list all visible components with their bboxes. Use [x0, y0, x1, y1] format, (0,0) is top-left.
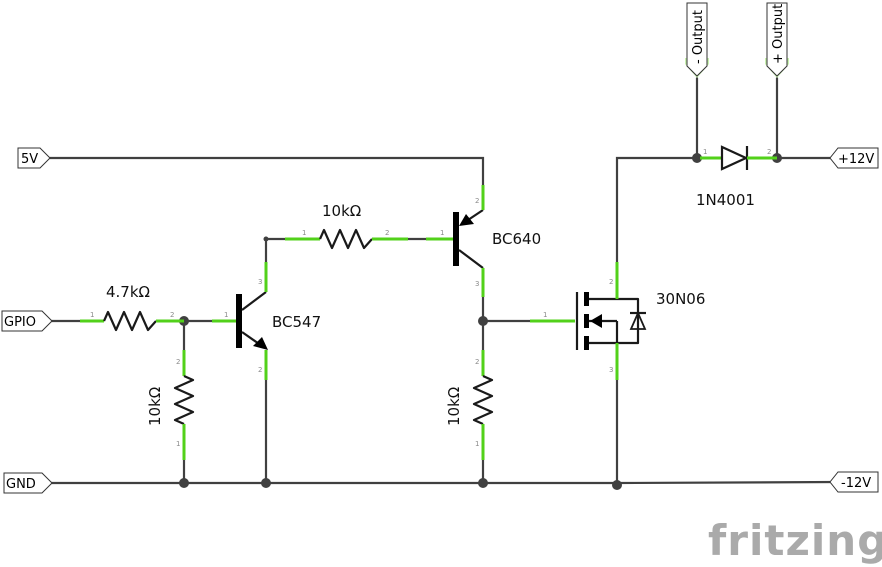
wire-gnd-rail	[48, 480, 840, 485]
r1-label: 4.7kΩ	[106, 283, 150, 301]
junction-node	[478, 316, 488, 326]
pin-number: 3	[475, 280, 479, 288]
pin-number: 1	[703, 148, 707, 156]
channel-segment	[584, 336, 589, 350]
channel-segment	[584, 314, 589, 328]
bc640-label: BC640	[492, 230, 541, 248]
fritzing-logo: fritzing	[708, 516, 882, 565]
port-label-text: - Output	[691, 10, 706, 64]
pin-number: 1	[224, 311, 228, 319]
pin-number: 1	[176, 440, 180, 448]
junctions	[179, 153, 782, 490]
junction-node	[692, 153, 702, 163]
base-bar	[453, 212, 459, 266]
port-label-text: +12V	[838, 152, 874, 167]
port-5v[interactable]: 5V	[17, 147, 51, 169]
diode-triangle	[720, 145, 749, 171]
junction-node	[612, 480, 622, 490]
bc547-label: BC547	[272, 313, 321, 331]
port-label-text: GND	[6, 477, 36, 492]
body-arrow	[590, 314, 602, 328]
pin-number: 1	[302, 229, 306, 237]
pin-number: 1	[440, 229, 444, 237]
pin-number: 3	[258, 278, 262, 286]
pin-number: 3	[609, 366, 613, 374]
emitter-arrow	[253, 337, 268, 350]
resistor-r1: 1 2 4.7kΩ	[80, 283, 184, 332]
pin-number: 2	[475, 197, 479, 205]
pin-number: 2	[475, 358, 479, 366]
channel-segment	[584, 292, 589, 306]
wire-drain	[615, 156, 702, 264]
junction-node	[179, 478, 189, 488]
pin-number: 2	[767, 148, 771, 156]
resistor-r3: 1 2 10kΩ	[285, 202, 408, 250]
wire-collector-r3	[264, 237, 287, 264]
port-gpio[interactable]: GPIO	[1, 310, 53, 332]
junction-node	[261, 478, 271, 488]
junction-dot	[263, 236, 269, 242]
mosfet-label: 30N06	[656, 290, 705, 308]
wire-5v-rail	[48, 156, 485, 187]
port-output-plus[interactable]: + Output	[765, 2, 789, 78]
resistor-zigzag	[472, 374, 494, 426]
port-minus12v[interactable]: -12V	[829, 471, 879, 493]
resistor-r2: 2 1 10kΩ	[146, 350, 195, 460]
port-label-text: + Output	[771, 4, 786, 64]
transistor-bc640: 1 2 3 BC640	[426, 185, 541, 297]
pin-number: 1	[543, 311, 547, 319]
port-label-text: 5V	[21, 152, 38, 167]
pin-number: 2	[385, 229, 389, 237]
resistor-zigzag	[102, 310, 157, 332]
r2-label: 10kΩ	[146, 387, 164, 426]
body-diode-loop	[617, 297, 640, 345]
diode-label: 1N4001	[696, 191, 755, 209]
resistor-r4: 2 1 10kΩ	[445, 350, 494, 460]
port-label-text: GPIO	[4, 315, 36, 330]
port-gnd[interactable]: GND	[3, 472, 53, 494]
pin-number: 1	[475, 440, 479, 448]
base-bar	[236, 294, 242, 348]
resistor-zigzag	[173, 374, 195, 426]
pin-number: 2	[609, 278, 613, 286]
r4-label: 10kΩ	[445, 387, 463, 426]
body-diode	[629, 310, 647, 330]
r3-label: 10kΩ	[322, 202, 361, 220]
wires	[48, 76, 840, 485]
diode-1n4001: 1 2 1N4001	[696, 145, 777, 209]
transistor-bc547: 1 3 2 BC547	[212, 262, 321, 380]
port-label-text: -12V	[841, 476, 871, 491]
junction-node	[478, 478, 488, 488]
port-output-minus[interactable]: - Output	[685, 2, 709, 78]
port-plus12v[interactable]: +12V	[829, 147, 879, 169]
pin-number: 1	[90, 311, 94, 319]
pin-number: 2	[176, 358, 180, 366]
emitter-arrow	[459, 214, 474, 226]
pin-number: 2	[258, 366, 262, 374]
mosfet-30n06: 1 2 3 30N06	[530, 262, 705, 380]
collector-line	[458, 249, 484, 269]
resistor-zigzag	[318, 228, 373, 250]
collector-line	[241, 291, 267, 311]
pin-number: 2	[170, 311, 174, 319]
